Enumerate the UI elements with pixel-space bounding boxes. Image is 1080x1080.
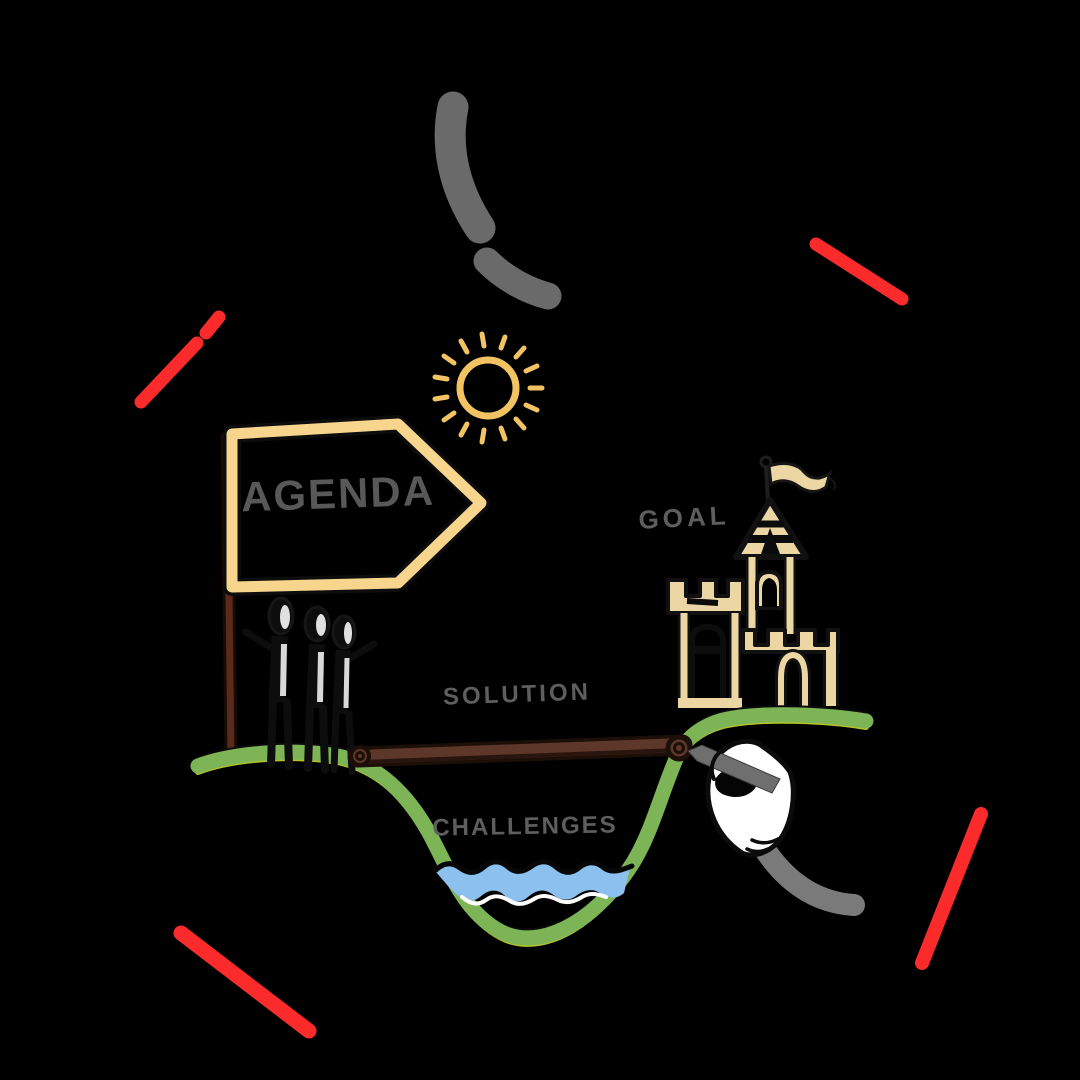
marker-stroke [473, 247, 562, 310]
accent-stroke [809, 237, 909, 306]
person [242, 596, 295, 770]
tower-door [689, 623, 726, 698]
water-body [436, 863, 630, 902]
solution-label: SOLUTION [442, 678, 592, 711]
accent-stroke [134, 336, 204, 409]
arm [749, 831, 865, 916]
log-end [665, 734, 693, 762]
grass-edge [190, 707, 874, 946]
signpost [220, 415, 490, 758]
battlement [666, 578, 745, 615]
flag-icon [759, 455, 837, 502]
sun-ring [456, 356, 520, 420]
person [303, 605, 331, 774]
goal-label: GOAL [637, 500, 731, 535]
accent-stroke [199, 310, 226, 340]
sun-rays [432, 331, 545, 445]
marker-stroke [434, 91, 496, 244]
bridge-log [347, 734, 693, 768]
agenda-label: AGENDA [240, 466, 436, 521]
drawing-hand-icon [687, 738, 865, 916]
red-accent-strokes [134, 237, 988, 1039]
accent-stroke [915, 807, 988, 970]
pen-icon [687, 744, 781, 794]
accent-stroke [173, 925, 317, 1039]
water [433, 859, 635, 906]
castle-icon [666, 455, 840, 718]
log-end [349, 745, 371, 767]
battlement [741, 628, 840, 654]
sun-icon [432, 331, 545, 445]
gray-marker-strokes [434, 91, 562, 310]
challenges-label: CHALLENGES [432, 811, 618, 842]
ravine [190, 705, 874, 947]
